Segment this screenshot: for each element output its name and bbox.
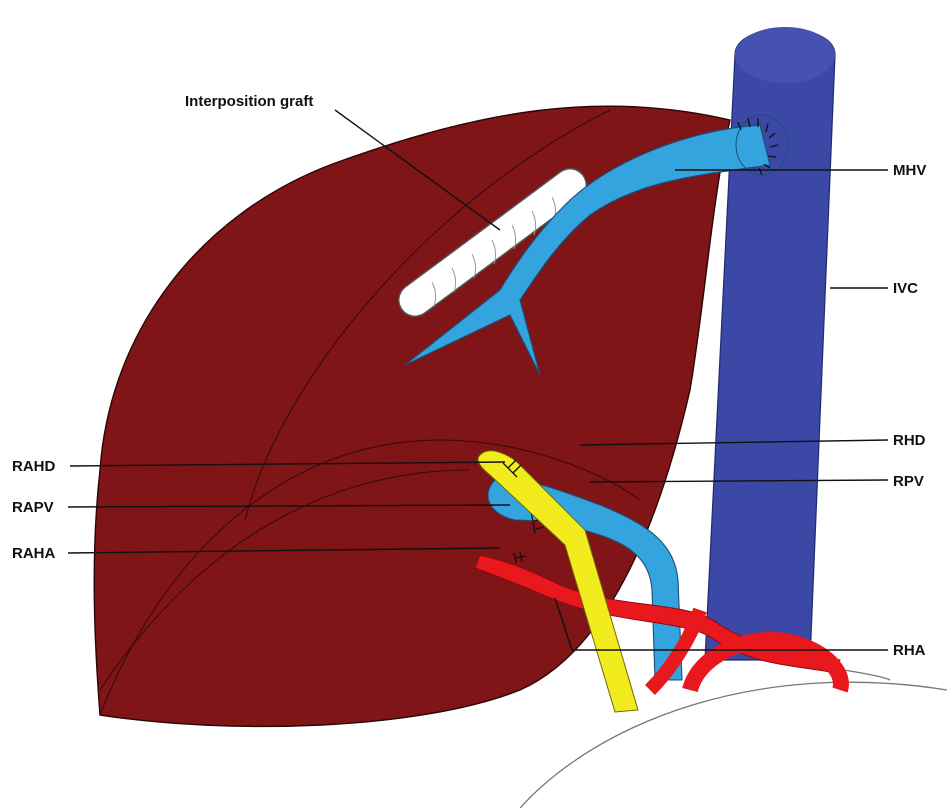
label-rahd: RAHD: [12, 458, 55, 475]
label-interposition-graft: Interposition graft: [185, 93, 313, 110]
label-rpv: RPV: [893, 473, 924, 490]
label-raha: RAHA: [12, 545, 55, 562]
label-mhv: MHV: [893, 162, 926, 179]
label-rha: RHA: [893, 642, 926, 659]
label-rapv: RAPV: [12, 499, 54, 516]
lower-organ-outline: [520, 682, 947, 808]
label-ivc: IVC: [893, 280, 918, 297]
liver: [94, 106, 730, 726]
label-rhd: RHD: [893, 432, 926, 449]
